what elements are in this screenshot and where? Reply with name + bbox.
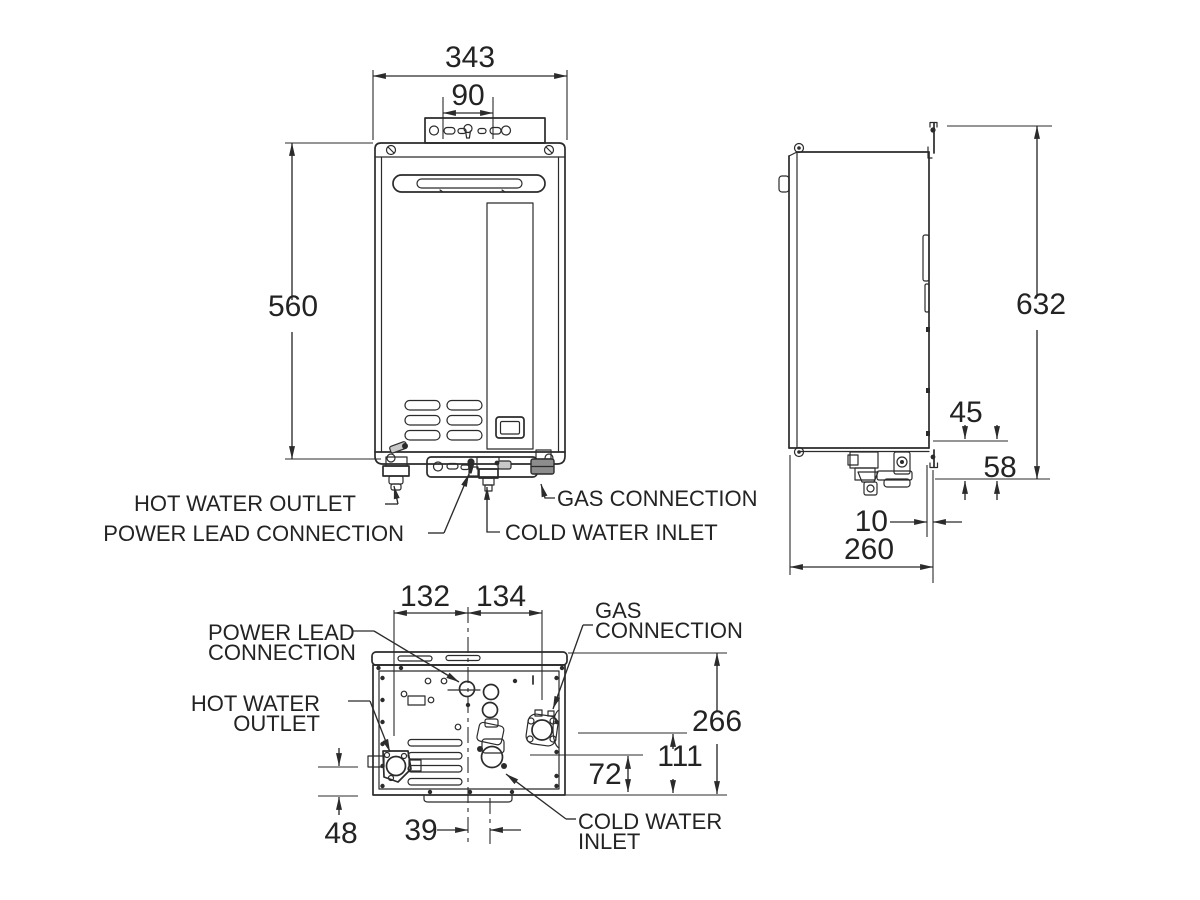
side-bottom-fittings — [847, 451, 913, 496]
label-gas-connection: GAS CONNECTION — [557, 486, 757, 511]
bottom-labels: POWER LEAD CONNECTION HOT WATER OUTLET G… — [191, 598, 743, 854]
leader-power-lead — [352, 630, 460, 683]
leader-cold-water-inlet — [484, 486, 500, 533]
dim-bottom-134: 134 — [467, 580, 543, 700]
dim-front-height: 560 — [268, 142, 381, 460]
label-cold-water-inlet: COLD WATER INLET — [505, 520, 718, 545]
dim-value-48: 48 — [324, 817, 357, 850]
power-lead-hole — [447, 680, 481, 698]
gas-fitting — [530, 449, 555, 475]
dim-value-260: 260 — [844, 533, 894, 566]
bottom-plate — [426, 456, 538, 478]
base-opening — [482, 683, 500, 701]
cold-water-valve — [468, 456, 512, 492]
dim-value-132: 132 — [400, 580, 450, 613]
label-cold-water-line2: INLET — [578, 829, 640, 854]
dim-bottom-132: 132 — [393, 580, 469, 736]
leader-cold-water — [505, 773, 576, 820]
front-exhaust-vent — [392, 174, 546, 193]
front-bottom-fittings — [382, 441, 555, 492]
screw-icon — [793, 446, 805, 458]
dim-value-39: 39 — [404, 814, 437, 847]
dim-value-134: 134 — [476, 580, 526, 613]
dim-value-111: 111 — [657, 740, 703, 773]
leader-hot-water — [348, 700, 391, 753]
dim-value-266: 266 — [692, 705, 742, 738]
gas-connection-fitting — [525, 709, 559, 747]
dim-front-width: 343 — [372, 41, 568, 140]
dim-bottom-266: 266 — [565, 652, 742, 796]
front-view: 343 90 560 HOT WATER OUTLET POWER LEAD C… — [103, 41, 757, 546]
leader-gas — [552, 624, 593, 710]
side-back-details — [922, 234, 930, 436]
dim-value-10: 10 — [855, 505, 888, 538]
hot-water-valve — [382, 441, 410, 491]
dim-value-632: 632 — [1016, 288, 1066, 321]
dim-bottom-72: 72 — [530, 754, 643, 793]
hot-water-outlet-fitting — [367, 750, 422, 783]
gas-side-notch — [552, 709, 560, 749]
dim-value-45: 45 — [949, 396, 982, 429]
leader-gas-connection — [540, 483, 555, 499]
dim-value-90: 90 — [451, 79, 484, 112]
dim-bottom-48: 48 — [318, 748, 358, 850]
side-wall-bracket-top — [927, 121, 938, 159]
side-body — [778, 142, 930, 458]
screw-icon — [793, 142, 805, 154]
dim-side-45: 45 — [933, 396, 1008, 442]
bottom-back-plate — [371, 651, 568, 666]
cold-water-inlet-fitting — [476, 718, 507, 769]
dim-value-343: 343 — [445, 41, 495, 74]
dim-front-bracket: 90 — [442, 79, 494, 139]
dim-bottom-111: 111 — [578, 732, 703, 794]
dim-side-height: 632 — [947, 125, 1066, 480]
bottom-body — [367, 664, 566, 803]
front-access-panel — [486, 202, 534, 450]
side-wall-bracket-bottom — [929, 449, 939, 469]
label-gas-line1: GAS — [595, 598, 641, 623]
base-cutout — [407, 695, 426, 706]
label-hot-water-outlet: HOT WATER OUTLET — [134, 491, 356, 516]
dim-bottom-39: 39 — [404, 814, 521, 847]
screw-icon — [543, 144, 555, 156]
label-power-lead-line2: CONNECTION — [208, 640, 356, 665]
front-display-window — [495, 416, 525, 439]
keyhole-slot — [463, 123, 473, 139]
side-front-tab — [778, 175, 790, 193]
label-hot-water-line1: HOT WATER — [191, 691, 320, 716]
dim-side-10: 10 — [855, 465, 962, 583]
dim-value-72: 72 — [588, 758, 621, 791]
screw-icon — [385, 144, 397, 156]
bottom-view: 132 134 266 111 72 — [191, 580, 743, 854]
base-holes — [400, 677, 518, 731]
front-labels: HOT WATER OUTLET POWER LEAD CONNECTION G… — [103, 473, 757, 546]
front-vent-louvers — [404, 399, 483, 441]
base-opening — [481, 701, 499, 719]
label-power-lead-line1: POWER LEAD — [208, 620, 355, 645]
dim-side-depth: 260 — [789, 455, 934, 575]
label-power-lead-connection: POWER LEAD CONNECTION — [103, 521, 404, 546]
side-view: 632 45 58 10 260 — [778, 121, 1066, 583]
leader-power-lead-connection — [428, 473, 470, 534]
label-gas-line2: CONNECTION — [595, 618, 743, 643]
label-hot-water-line2: OUTLET — [233, 711, 320, 736]
bottom-louvers — [407, 738, 463, 786]
dim-value-560: 560 — [268, 290, 318, 323]
leader-hot-water-outlet — [385, 485, 400, 505]
dim-side-58: 58 — [935, 451, 1050, 500]
front-body — [374, 142, 566, 465]
label-cold-water-line1: COLD WATER — [578, 809, 722, 834]
